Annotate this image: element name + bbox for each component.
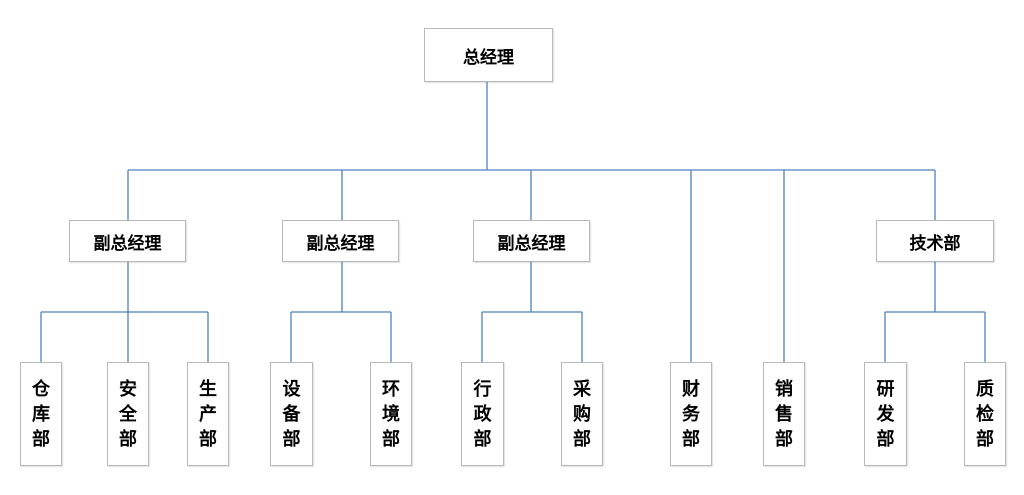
node-purchasing-dept-label: 采购部 [573,378,591,450]
node-equipment-dept-label: 设备部 [282,378,301,450]
node-finance-dept-label: 财务部 [682,378,700,450]
node-safety-dept-label: 安全部 [119,378,137,450]
node-warehouse-dept-label: 仓库部 [32,378,50,450]
node-finance-dept: 财务部 [670,362,712,466]
node-tech-dept: 技术部 [876,220,994,262]
node-purchasing-dept: 采购部 [561,362,603,466]
node-qc-dept-label: 质检部 [976,378,994,450]
node-deputy-gm-3: 副总经理 [473,220,590,262]
node-general-manager: 总经理 [424,28,553,82]
node-production-dept-label: 生产部 [199,378,217,450]
node-rnd-dept: 研发部 [864,362,907,466]
node-qc-dept: 质检部 [964,362,1006,466]
node-deputy-gm-2: 副总经理 [282,220,399,262]
node-admin-dept-label: 行政部 [473,378,492,450]
node-production-dept: 生产部 [187,362,229,466]
node-environment-dept: 环境部 [370,362,412,466]
node-safety-dept: 安全部 [107,362,149,466]
node-deputy-gm-1: 副总经理 [69,220,186,262]
node-sales-dept-label: 销售部 [775,378,793,450]
node-admin-dept: 行政部 [461,362,504,466]
node-equipment-dept: 设备部 [270,362,313,466]
node-environment-dept-label: 环境部 [382,378,400,450]
node-rnd-dept-label: 研发部 [876,378,895,450]
node-warehouse-dept: 仓库部 [20,362,62,466]
node-sales-dept: 销售部 [763,362,805,466]
